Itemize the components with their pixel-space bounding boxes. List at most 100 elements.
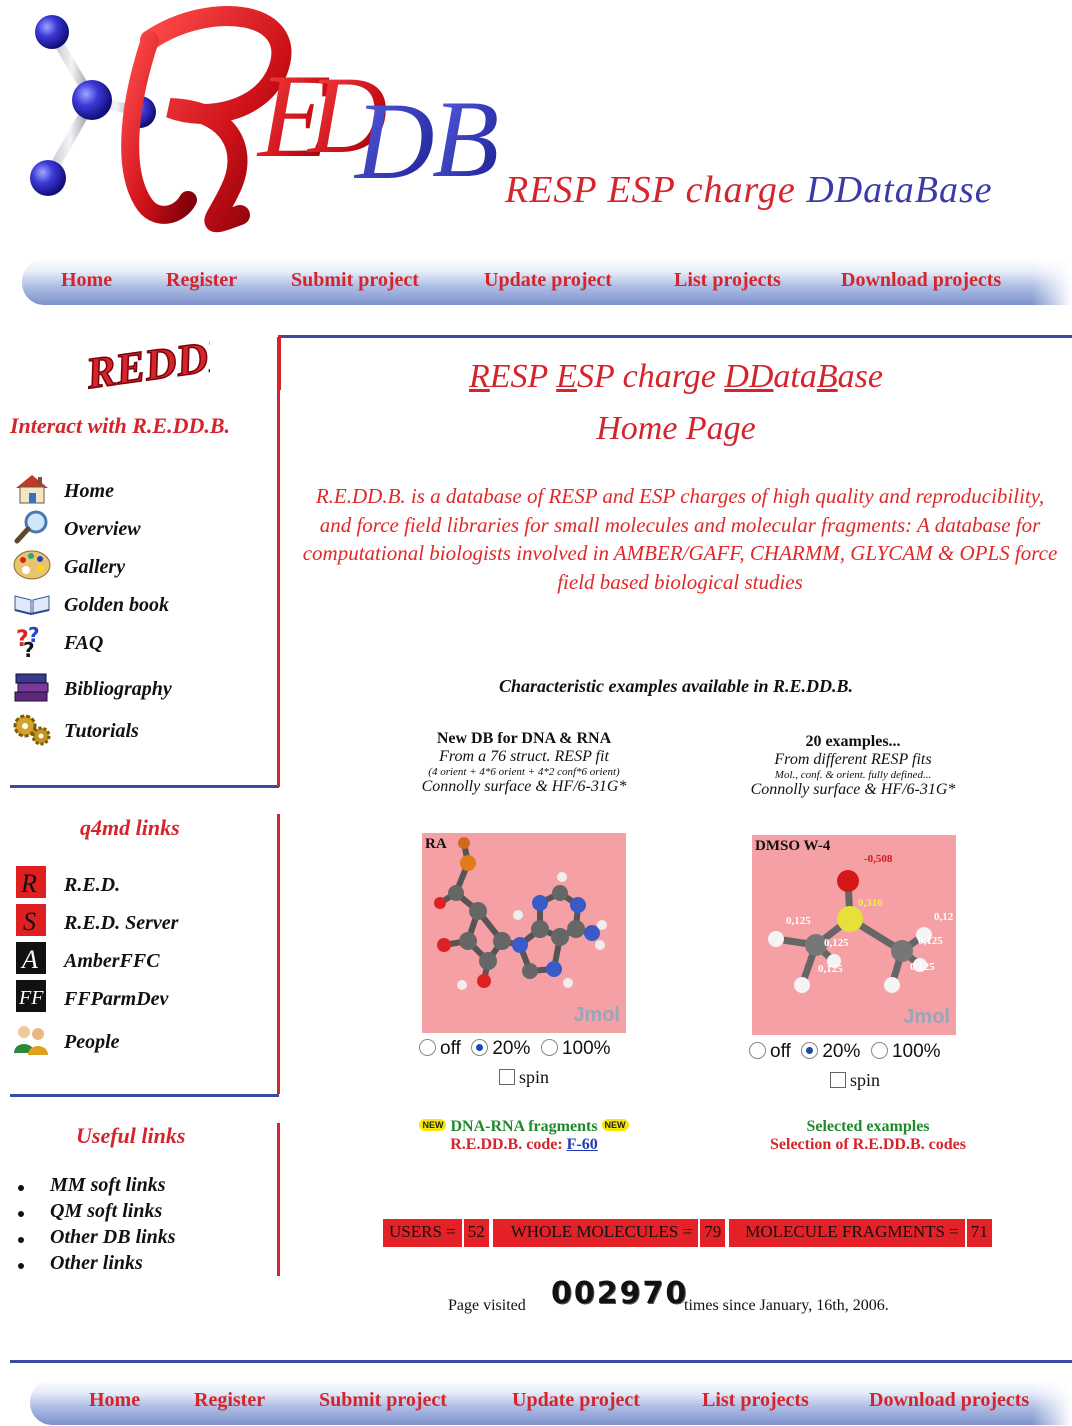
fragments-stat-label: MOLECULE FRAGMENTS = [729, 1219, 965, 1247]
sidebar-item-ffparmdev[interactable]: FF FFParmDev [12, 980, 272, 1014]
sidebar-item-label: Golden book [64, 594, 169, 616]
radio-off-option[interactable]: off [749, 1041, 791, 1062]
sidebar-item-people[interactable]: People [12, 1023, 272, 1057]
footer-nav-download-projects-link[interactable]: Download projects [869, 1389, 1030, 1411]
radio-label: 100% [561, 1038, 611, 1059]
svg-text:S: S [23, 907, 36, 936]
title-initial-e: E [556, 358, 577, 395]
nav-list-projects-link[interactable]: List projects [674, 269, 781, 291]
radio-20-percent[interactable] [471, 1039, 489, 1056]
sidebar-item-label: Home [64, 480, 114, 502]
nav-home-link[interactable]: Home [61, 269, 113, 291]
footer-nav-register-link[interactable]: Register [194, 1389, 266, 1411]
jmol-viewer-dna-rna[interactable]: RA Jmol [422, 833, 626, 1033]
example-right-method: Connolly surface & HF/6-31G* [750, 781, 956, 798]
selection-of-codes-link[interactable]: Selection of R.E.DD.B. codes [770, 1136, 966, 1153]
useful-link-other-db[interactable]: Other DB links [14, 1226, 176, 1252]
sidebar-divider [10, 1094, 279, 1097]
radio-off[interactable] [419, 1039, 436, 1056]
sidebar-item-faq[interactable]: ??? FAQ [12, 623, 272, 662]
sidebar-item-golden-book[interactable]: Golden book [12, 586, 272, 620]
nav-register-link[interactable]: Register [166, 269, 238, 291]
title-text: SP charge [577, 358, 725, 395]
radio-label: 20% [822, 1041, 861, 1062]
code-f60-link[interactable]: F-60 [566, 1136, 598, 1153]
sidebar-item-gallery[interactable]: Gallery [12, 548, 272, 582]
visited-prefix: Page visited [448, 1297, 526, 1314]
example-right-spin-option[interactable]: spin [830, 1070, 880, 1091]
svg-text:D: D [353, 80, 434, 202]
spin-checkbox[interactable] [499, 1069, 515, 1085]
charge-label-hydrogen: 0,125 [918, 935, 943, 947]
dna-rna-fragments-link[interactable]: DNA-RNA fragments [450, 1118, 598, 1135]
sidebar-divider [10, 785, 279, 788]
sidebar-item-red-server[interactable]: S R.E.D. Server [12, 904, 272, 938]
footer-nav-update-project-link[interactable]: Update project [512, 1389, 640, 1411]
users-stat-label: USERS = [383, 1219, 462, 1247]
radio-20-option[interactable]: 20% [471, 1038, 530, 1059]
spin-label: spin [519, 1067, 550, 1087]
users-stat-value: 52 [463, 1219, 489, 1247]
radio-100-option[interactable]: 100% [870, 1041, 941, 1062]
palette-icon [12, 548, 52, 582]
example-right-display-options: off 20% 100% [749, 1041, 941, 1063]
nav-update-project-link[interactable]: Update project [484, 269, 612, 291]
red-r-icon: R [12, 866, 52, 900]
footer-divider [10, 1360, 1072, 1363]
svg-text:B: B [432, 78, 499, 200]
sidebar-vertical-rule [277, 814, 280, 1094]
sidebar-item-label: FFParmDev [64, 988, 169, 1010]
example-right-definition: Mol., conf. & orient. fully defined... [774, 769, 932, 781]
sidebar-vertical-rule [277, 337, 280, 787]
example-right-title: 20 examples... [805, 733, 901, 750]
radio-20-percent[interactable] [801, 1042, 819, 1059]
jmol-viewer-dmso[interactable]: DMSO W-4 -0,508 0,316 0,125 0,125 0,125 … [752, 835, 956, 1035]
example-left-orientations: (4 orient + 4*6 orient + 4*2 conf*6 orie… [428, 766, 620, 778]
charge-label-hydrogen: 0,125 [818, 963, 843, 975]
sidebar-item-home[interactable]: Home [12, 472, 272, 506]
footer-nav-submit-project-link[interactable]: Submit project [319, 1389, 447, 1411]
footer-nav-home-link[interactable]: Home [89, 1389, 141, 1411]
sidebar-item-tutorials[interactable]: Tutorials [12, 712, 272, 746]
database-statistics: USERS = 52 WHOLE MOLECULES = 79 MOLECULE… [383, 1219, 992, 1247]
charge-label-hydrogen: 0,125 [824, 937, 849, 949]
ffparmdev-ff-icon: FF [12, 980, 52, 1014]
sidebar-item-amberffc[interactable]: A AmberFFC [12, 942, 272, 976]
jmol-watermark: Jmol [903, 1006, 950, 1028]
sidebar-item-overview[interactable]: Overview [12, 510, 272, 544]
radio-100-percent[interactable] [870, 1042, 888, 1059]
code-label: R.E.DD.B. code: [450, 1136, 567, 1153]
example-left-spin-option[interactable]: spin [499, 1067, 549, 1088]
spin-checkbox[interactable] [830, 1072, 846, 1088]
new-badge: NEW [419, 1119, 447, 1131]
people-icon [12, 1023, 52, 1057]
molecule-rendering [768, 870, 932, 993]
interact-section-title: Interact with R.E.DD.B. [10, 413, 231, 438]
red-server-s-icon: S [12, 904, 52, 938]
useful-link-mm-soft[interactable]: MM soft links [14, 1174, 176, 1200]
radio-20-option[interactable]: 20% [801, 1041, 860, 1062]
radio-label: off [440, 1038, 461, 1059]
bottom-nav-bar: Home Register Submit project Update proj… [30, 1380, 1072, 1426]
sidebar-item-red[interactable]: R R.E.D. [12, 866, 272, 900]
nav-download-projects-link[interactable]: Download projects [841, 269, 1002, 291]
radio-100-percent[interactable] [540, 1039, 558, 1056]
nav-submit-project-link[interactable]: Submit project [291, 269, 419, 291]
useful-link-qm-soft[interactable]: QM soft links [14, 1200, 176, 1226]
example-right-fit: From different RESP fits [774, 751, 932, 768]
useful-link-other[interactable]: Other links [14, 1252, 176, 1278]
reddb-small-logo[interactable]: REDDB [80, 328, 241, 399]
reddb-logo-graphic: E D D B [30, 6, 499, 233]
selected-examples-link[interactable]: Selected examples [806, 1118, 930, 1135]
title-text: ata [773, 358, 817, 395]
examples-heading: Characteristic examples available in R.E… [499, 676, 853, 696]
title-initial-b: B [816, 358, 838, 395]
page-subtitle: Home Page [596, 410, 756, 447]
sidebar-item-label: People [64, 1031, 120, 1053]
radio-100-option[interactable]: 100% [540, 1038, 611, 1059]
sidebar-item-bibliography[interactable]: Bibliography [12, 670, 272, 704]
svg-text:D: D [306, 54, 387, 176]
radio-off-option[interactable]: off [419, 1038, 461, 1059]
footer-nav-list-projects-link[interactable]: List projects [702, 1389, 809, 1411]
radio-off[interactable] [749, 1042, 766, 1059]
